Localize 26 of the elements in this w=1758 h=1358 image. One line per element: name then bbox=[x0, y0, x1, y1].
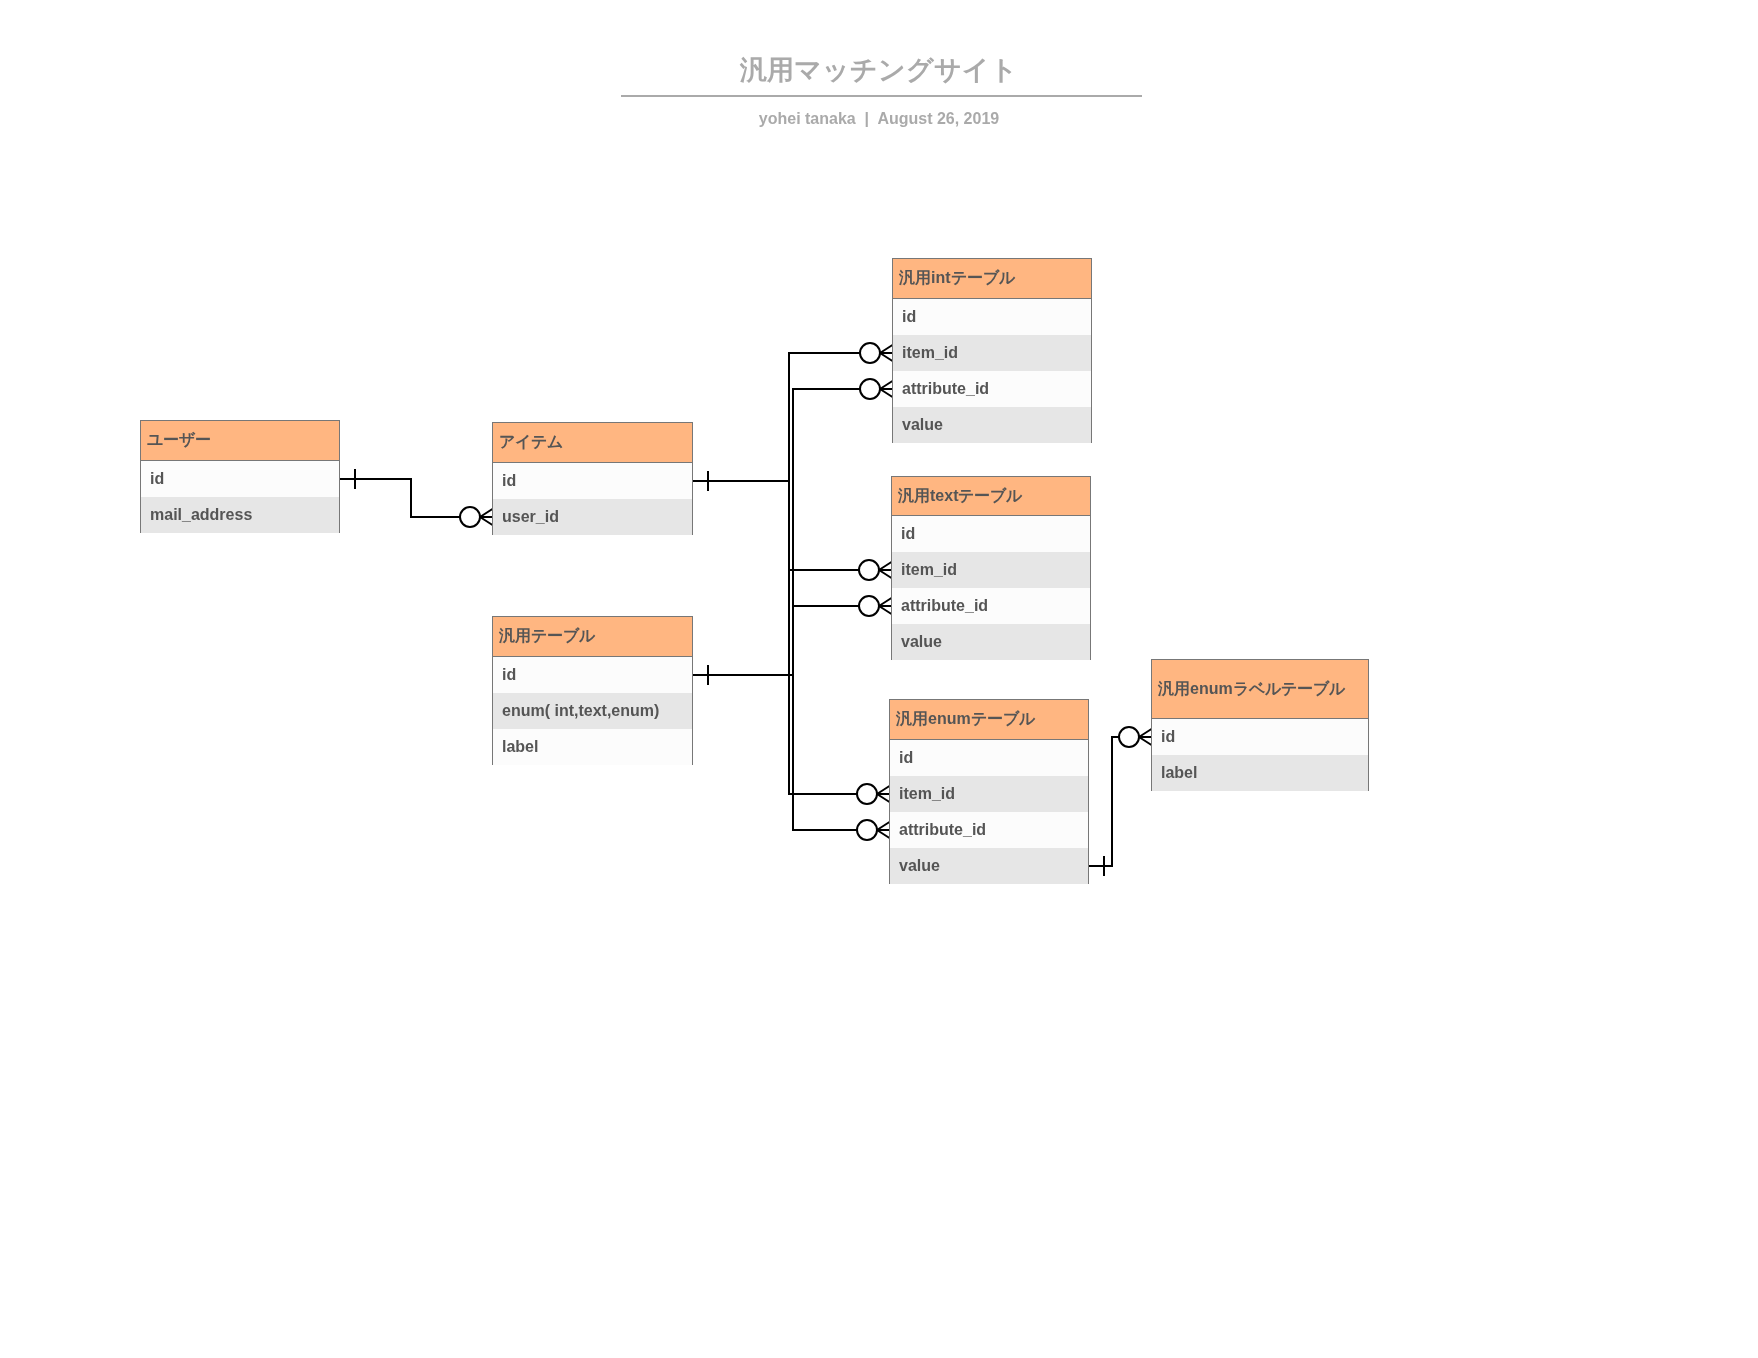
table-row: user_id bbox=[493, 499, 692, 535]
table-row: value bbox=[893, 407, 1091, 443]
table-row: item_id bbox=[893, 335, 1091, 371]
entity-table bbox=[140, 420, 340, 533]
table-header: 汎用enumテーブル bbox=[890, 700, 1088, 740]
table-row: value bbox=[892, 624, 1090, 660]
entity-table bbox=[891, 476, 1091, 660]
entity-table bbox=[1151, 659, 1369, 791]
entity-table bbox=[889, 699, 1089, 884]
table-header: アイテム bbox=[493, 423, 692, 463]
entity-table bbox=[892, 258, 1092, 443]
table-row: item_id bbox=[890, 776, 1088, 812]
table-header: 汎用enumラベルテーブル bbox=[1152, 660, 1368, 719]
table-header: 汎用テーブル bbox=[493, 617, 692, 657]
entity-table bbox=[492, 422, 693, 535]
table-row: item_id bbox=[892, 552, 1090, 588]
table-row: enum( int,text,enum) bbox=[493, 693, 692, 729]
entity-table bbox=[492, 616, 693, 765]
table-header: 汎用textテーブル bbox=[892, 477, 1090, 516]
diagram-title: 汎用マッチングサイト bbox=[739, 54, 1019, 87]
table-header: ユーザー bbox=[141, 421, 339, 461]
subtitle: yohei tanaka | August 26, 2019 bbox=[757, 110, 1001, 128]
table-row: value bbox=[890, 848, 1088, 884]
table-header: 汎用intテーブル bbox=[893, 259, 1091, 299]
table-row: label bbox=[1152, 755, 1368, 791]
table-row: mail_address bbox=[141, 497, 339, 533]
